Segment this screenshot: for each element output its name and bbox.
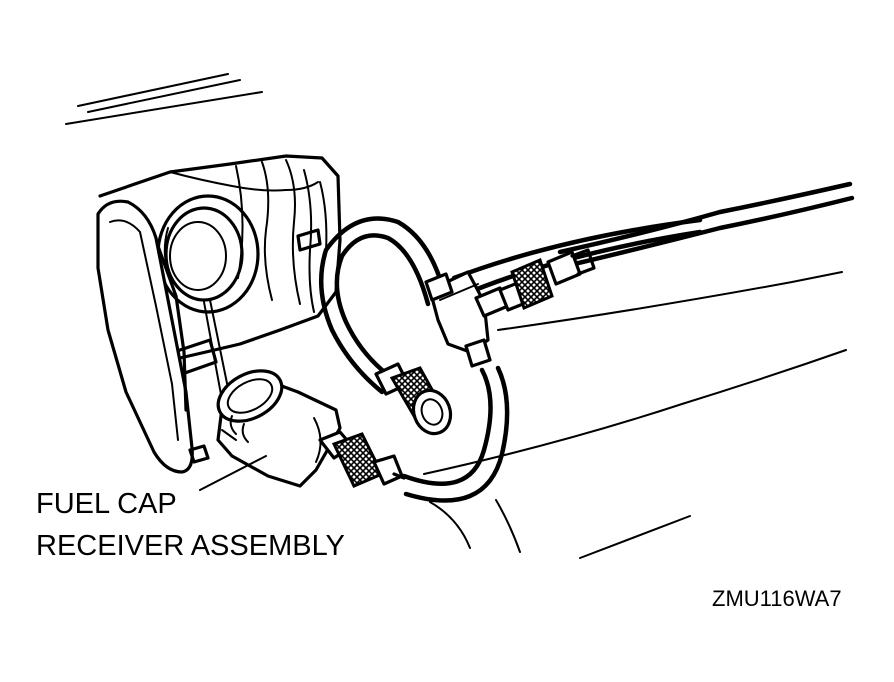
quick-coupler-lower [374,362,453,436]
callout-label-line-2: RECEIVER ASSEMBLY [36,530,345,562]
test-hose [318,181,855,503]
callout-label-line-1: FUEL CAP [36,488,177,520]
tee-connector [424,270,510,368]
quick-coupler-upper [498,248,596,312]
cap-side-fitting [318,430,406,488]
fuel-cap-receiver-assembly [216,369,342,488]
callout-leader-line [199,455,267,491]
vehicle-body-contours [423,271,847,559]
fuel-door [96,199,210,474]
body-sketch-lines [65,73,263,125]
cap-tether [209,299,231,399]
figure-code: ZMU116WA7 [712,586,842,611]
